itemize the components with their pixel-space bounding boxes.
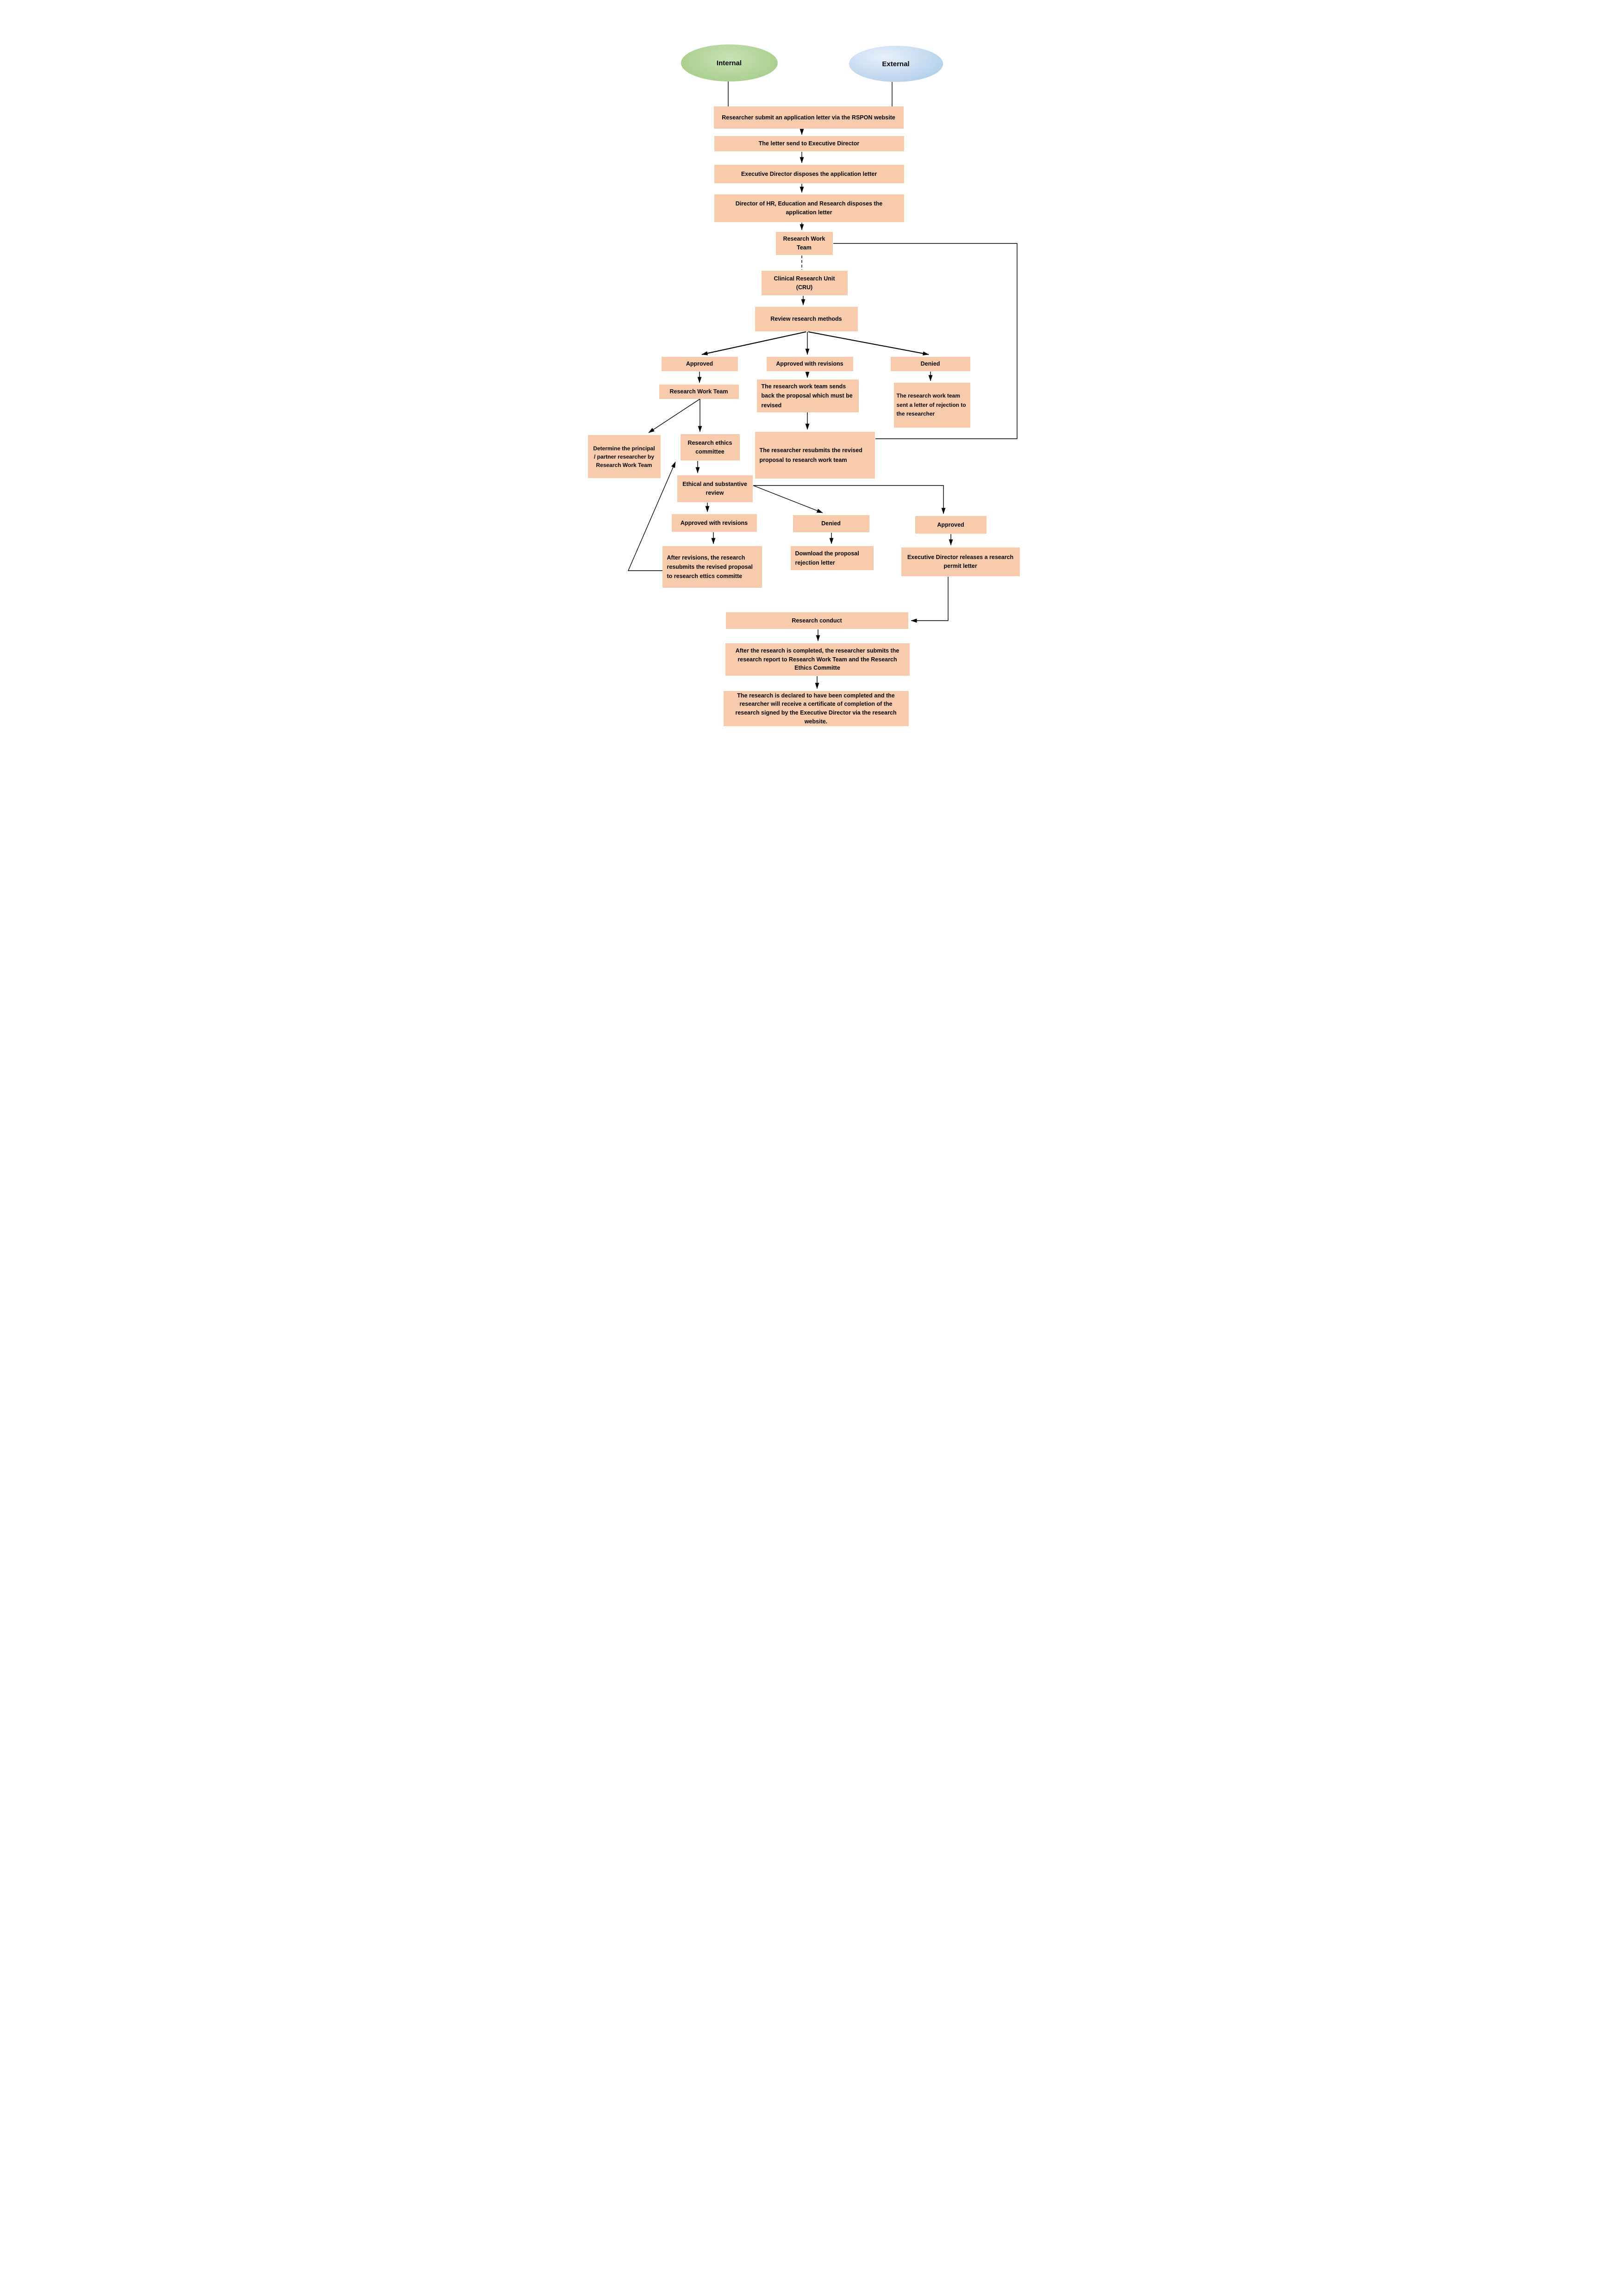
edge-afterrev-ethics-loop (627, 461, 676, 571)
node-rejection-letter: The research work team sent a letter of … (893, 383, 970, 428)
node-approved-revisions-1: Approved with revisions (766, 357, 853, 371)
node-determine-principal: Determine the principal / partner resear… (587, 435, 661, 478)
node-clinical-research-unit: Clinical Research Unit (CRU) (761, 271, 848, 295)
node-after-revisions: After revisions, the research resubmits … (662, 546, 762, 588)
start-internal-ellipse: Internal (681, 44, 778, 81)
edge-ethicalreview-approved2 (753, 485, 945, 514)
edge-resubmit-rwt-loop (833, 243, 1018, 439)
node-director-disposes: Executive Director disposes the applicat… (714, 165, 904, 183)
edge-review-approved1 (701, 331, 806, 355)
node-letter-to-director: The letter send to Executive Director (714, 136, 904, 151)
node-research-conduct: Research conduct (725, 612, 908, 629)
node-submit-report: After the research is completed, the res… (725, 643, 910, 676)
edge-review-denied1 (808, 331, 929, 356)
node-hr-disposes: Director of HR, Education and Research d… (714, 194, 904, 222)
node-approved-2: Approved (915, 516, 987, 534)
node-submit-application: Researcher submit an application letter … (713, 106, 904, 129)
node-resubmit: The researcher resubmits the revised pro… (755, 432, 875, 479)
node-denied-2: Denied (793, 515, 869, 532)
node-ethics-committee: Research ethics committee (680, 434, 740, 460)
flowchart-canvas: Internal External Researcher submit an a… (541, 0, 1083, 765)
node-review-methods: Review research methods (755, 307, 858, 331)
start-internal-label: Internal (716, 59, 742, 67)
node-research-work-team-2: Research Work Team (659, 385, 739, 399)
edge-rwt2-determine (648, 398, 700, 433)
node-approved-revisions-2: Approved with revisions (671, 514, 757, 532)
node-exec-releases-permit: Executive Director releases a research p… (901, 548, 1020, 576)
edge-ethicalreview-denied2 (753, 485, 823, 513)
node-research-work-team: Research Work Team (775, 232, 833, 255)
start-external-ellipse: External (849, 46, 943, 82)
node-ethical-review: Ethical and substantive review (677, 475, 753, 502)
node-download-rejection: Download the proposal rejection letter (790, 546, 874, 570)
node-sends-back: The research work team sends back the pr… (756, 380, 859, 412)
node-approved-1: Approved (661, 357, 738, 371)
node-declared-complete: The research is declared to have been co… (723, 691, 909, 726)
edge-exec-conduct (910, 577, 949, 623)
node-denied-1: Denied (890, 357, 970, 371)
edges-layer (627, 81, 1018, 689)
start-external-label: External (882, 60, 910, 68)
